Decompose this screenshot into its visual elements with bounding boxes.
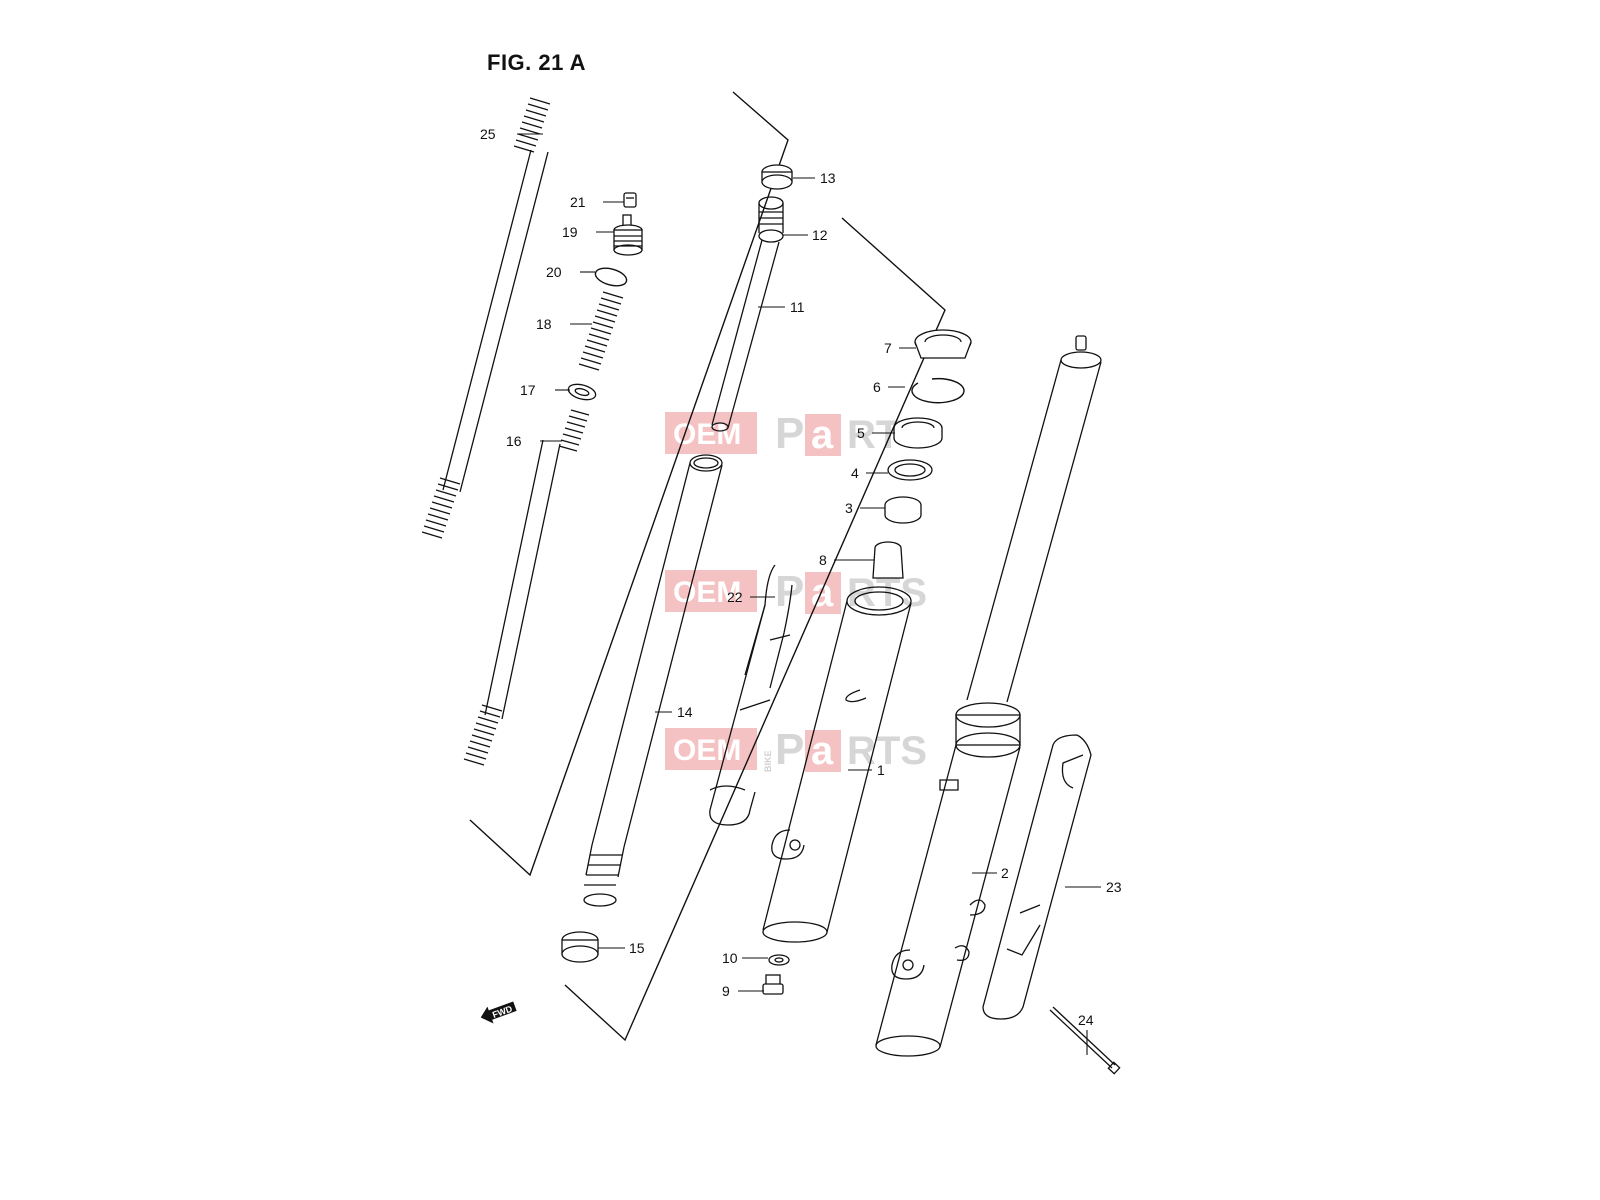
part-2-right-fork-leg (875, 335, 1102, 1057)
watermark-oem: OEM (673, 418, 741, 451)
figure-title: FIG. 21 A (487, 50, 587, 75)
callout-15: 15 (629, 940, 645, 956)
part-1-outer-tube (762, 586, 912, 943)
part-10-washer (768, 954, 790, 966)
part-8-oil-lock-piece (872, 541, 904, 579)
watermark-group: OEM BIKE P a RTS OEM P a RTS OEM P a RTS (665, 409, 927, 774)
callout-6: 6 (873, 379, 881, 395)
callout-3: 3 (845, 500, 853, 516)
watermark-3: OEM P a RTS (665, 725, 927, 774)
callout-1: 1 (877, 762, 885, 778)
part-9-bolt (762, 974, 784, 995)
callout-4: 4 (851, 465, 859, 481)
callout-22: 22 (727, 589, 743, 605)
part-25-long-spring (421, 97, 561, 766)
watermark-a: a (811, 729, 834, 773)
part-18-short-spring (578, 291, 624, 371)
part-5-oil-seal (893, 417, 943, 449)
callout-9: 9 (722, 983, 730, 999)
callout-24: 24 (1078, 1012, 1094, 1028)
watermark-bike: BIKE (763, 750, 773, 772)
callout-13: 13 (820, 170, 836, 186)
callout-17: 17 (520, 382, 536, 398)
forward-label: FWD (491, 1003, 514, 1020)
part-7-dust-seal (914, 329, 972, 359)
watermark-oem: OEM (673, 734, 741, 767)
callout-5: 5 (857, 425, 865, 441)
callout-8: 8 (819, 552, 827, 568)
callout-19: 19 (562, 224, 578, 240)
callout-numbers: 25 21 19 20 18 17 16 13 12 11 7 6 5 4 3 … (480, 126, 1122, 1028)
watermark-2: OEM P a RTS (665, 567, 927, 616)
callout-7: 7 (884, 340, 892, 356)
callout-2: 2 (1001, 865, 1009, 881)
callout-16: 16 (506, 433, 522, 449)
part-13-ring (761, 164, 793, 190)
callout-20: 20 (546, 264, 562, 280)
part-17-washer (567, 383, 597, 401)
part-23-fork-guard (982, 734, 1092, 1020)
callout-leaders (517, 133, 1101, 1055)
watermark-p: P (775, 409, 804, 458)
callout-10: 10 (722, 950, 738, 966)
part-14-inner-tube (583, 454, 723, 907)
watermark-1: OEM BIKE P a RTS (665, 409, 927, 772)
watermark-p: P (775, 567, 804, 616)
callout-18: 18 (536, 316, 552, 332)
part-16-spacer-spring (558, 409, 590, 452)
part-12-piston-ring (758, 196, 784, 243)
frame-spring-group (469, 91, 789, 877)
part-19-fork-cap-bolt (613, 214, 643, 256)
watermark-rts: RTS (847, 729, 927, 773)
watermark-a: a (811, 413, 834, 457)
callout-12: 12 (812, 227, 828, 243)
callout-21: 21 (570, 194, 586, 210)
part-21-valve-cap (623, 192, 637, 208)
callout-23: 23 (1106, 879, 1122, 895)
forward-direction-badge: FWD (480, 1001, 517, 1024)
part-3-guide-bushing (884, 496, 922, 524)
watermark-p: P (775, 725, 804, 774)
frame-inner-tube-group (564, 217, 946, 1042)
part-11-damper-rod (711, 239, 780, 432)
part-4-washer (887, 459, 933, 481)
part-24-cable-tie (1049, 1006, 1121, 1075)
callout-25: 25 (480, 126, 496, 142)
callout-11: 11 (790, 299, 805, 315)
watermark-oem: OEM (673, 576, 741, 609)
part-6-snap-ring (911, 378, 965, 404)
part-20-o-ring (594, 267, 628, 287)
callout-14: 14 (677, 704, 693, 720)
part-22-fork-guard (709, 564, 793, 826)
part-15-slide-bushing (561, 931, 599, 963)
grouping-frames (469, 91, 946, 1042)
